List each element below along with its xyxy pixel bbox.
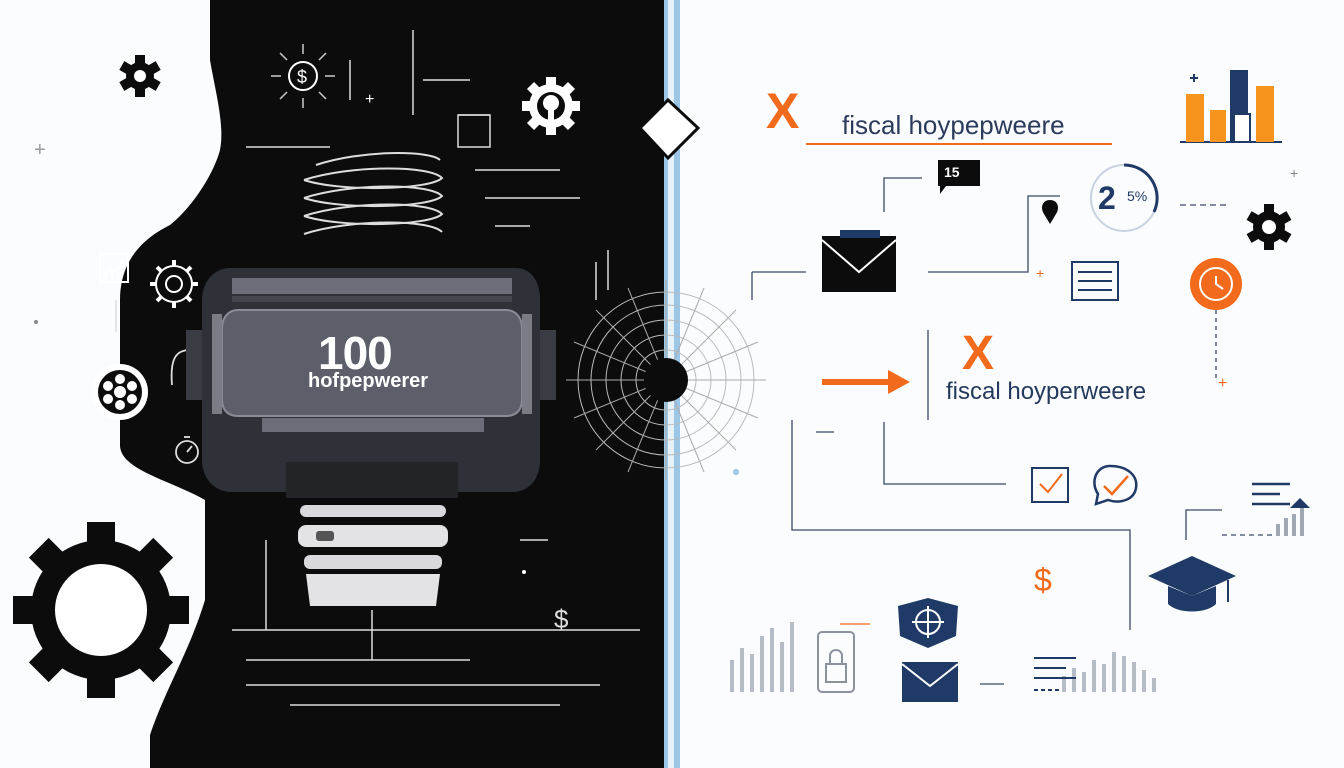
text-lines-icon <box>1252 482 1290 506</box>
svg-text:$: $ <box>297 67 307 87</box>
arrow-right-icon <box>822 370 910 394</box>
gear-icon <box>1246 204 1292 250</box>
svg-text:+: + <box>1290 165 1298 181</box>
gear-outline-icon <box>150 260 198 308</box>
location-pin-icon <box>1042 200 1058 224</box>
message-badge-text: 15 <box>944 164 960 180</box>
envelope-icon <box>821 230 897 292</box>
coil-lines <box>303 152 444 235</box>
gauge-value: 2 <box>1098 180 1116 216</box>
device-value: 100 <box>318 327 393 379</box>
header-title: fiscal hoypepweere <box>842 110 1065 140</box>
graduation-cap-icon <box>1148 556 1236 612</box>
document-list-icon <box>1071 261 1119 301</box>
svg-text:+: + <box>1218 375 1227 392</box>
middle-title: fiscal hoyperweere <box>946 378 1147 405</box>
svg-text:+: + <box>1036 265 1044 281</box>
lightbulb-gear-icon <box>522 77 580 135</box>
bar-sparkline <box>730 622 794 692</box>
middle-x-mark: X <box>962 327 995 380</box>
diamond-marker-icon <box>637 97 701 161</box>
message-badge-icon <box>938 160 980 194</box>
bar-chart-icon <box>1180 70 1282 143</box>
percent-gauge-icon <box>1090 163 1159 232</box>
svg-text:+: + <box>365 91 374 108</box>
dollar-coin-icon: $ <box>271 44 335 108</box>
chat-check-icon <box>1093 464 1138 506</box>
dollar-sign-orange: $ <box>1034 562 1052 598</box>
gear-icon <box>119 55 161 97</box>
clipboard-check-icon <box>1031 467 1069 503</box>
gauge-suffix: 5% <box>1127 188 1148 204</box>
stopwatch-icon <box>175 436 199 464</box>
text-lines-icon <box>1034 657 1076 691</box>
svg-text:+: + <box>34 139 46 161</box>
growth-chart-icon <box>1276 498 1310 536</box>
envelope-icon <box>901 662 959 702</box>
large-gear-icon <box>13 522 189 698</box>
device-label: hofpepwerer <box>308 370 429 392</box>
dollar-sign-dark: $ <box>554 604 569 634</box>
clock-icon <box>1190 258 1242 310</box>
radial-burst-icon <box>566 280 766 480</box>
header-x-mark: X <box>766 83 800 139</box>
film-reel-icon <box>92 364 148 420</box>
bar-chart-icon <box>99 253 129 283</box>
bar-sparkline <box>1062 652 1156 692</box>
shield-icon <box>898 598 958 648</box>
padlock-icon <box>817 631 855 693</box>
central-device <box>186 268 556 606</box>
